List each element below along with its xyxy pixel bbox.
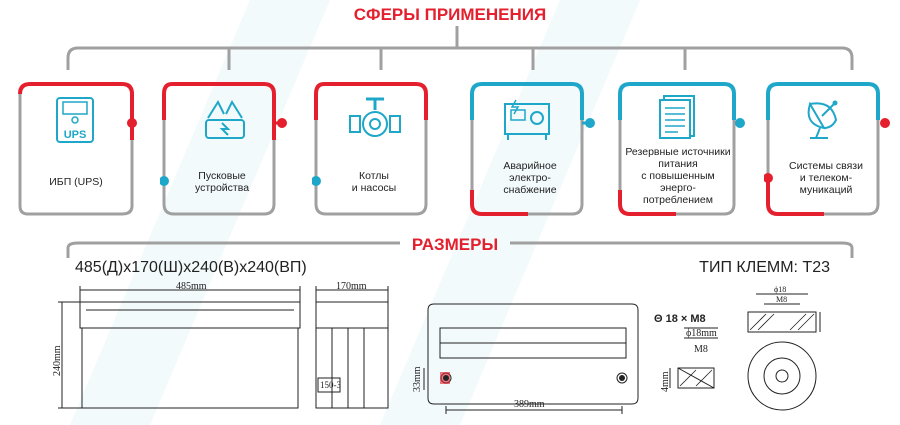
width-label: 170mm: [336, 281, 367, 292]
satellite-dish-icon: [807, 100, 838, 139]
valve-pipe-icon: [349, 97, 401, 137]
bolt-spec-label: Θ 18 × M8: [654, 313, 706, 325]
application-label-ups: ИБП (UPS): [49, 176, 103, 188]
length-label: 485mm: [176, 281, 207, 292]
top-bolt-label: M8: [776, 295, 787, 304]
bolt-label: M8: [694, 344, 708, 355]
washer-diameter-label: ϕ18mm: [686, 328, 717, 339]
application-card-reserve: [618, 82, 745, 216]
technical-drawings: 485mm 170mm 240mm 150-3 389mm 33mm Θ 18 …: [52, 281, 821, 414]
ups-icon: UPS: [56, 97, 94, 143]
top-view: [423, 303, 639, 414]
ups-icon-text: UPS: [64, 129, 87, 141]
application-card-starters: [160, 82, 287, 216]
top-diameter-label: ϕ18: [774, 285, 786, 294]
application-label-starters: Пусковые устройства: [194, 170, 250, 194]
application-label-telecom: Системы связи и телеком- муникаций: [789, 160, 863, 196]
applications-title: СФЕРЫ ПРИМЕНЕНИЯ: [353, 5, 547, 24]
generator-icon: [504, 99, 550, 140]
dimensions-summary: 485(Д)x170(Ш)x240(В)x240(ВП): [75, 259, 307, 276]
jumper-cables-icon: [205, 99, 245, 139]
application-card-emergency: [470, 82, 595, 216]
application-card-boilers: [312, 82, 428, 216]
sizes-title: РАЗМЕРЫ: [411, 235, 499, 254]
application-card-telecom: [764, 82, 890, 216]
washer-view: [669, 327, 718, 389]
washer-height-label: 4mm: [660, 371, 671, 392]
terminal-height-label: 33mm: [412, 366, 423, 392]
front-view: [58, 286, 301, 409]
application-card-ups: [18, 82, 137, 216]
application-label-emergency: Аварийное электро- снабжение: [503, 160, 557, 196]
terminal-pitch-label: 389mm: [514, 399, 545, 410]
applications-connector: [66, 26, 854, 70]
model-tag: 150-3: [320, 380, 341, 390]
terminal-view: [747, 293, 821, 411]
document-icon: [659, 95, 695, 139]
application-label-boilers: Котлы и насосы: [351, 170, 397, 194]
application-label-reserve: Резервные источники питания с повышенным…: [625, 146, 731, 206]
terminal-type: ТИП КЛЕММ: Т23: [699, 259, 830, 276]
height-label: 240mm: [52, 345, 63, 376]
side-view: [315, 286, 389, 409]
sizes-connector: [66, 241, 854, 258]
